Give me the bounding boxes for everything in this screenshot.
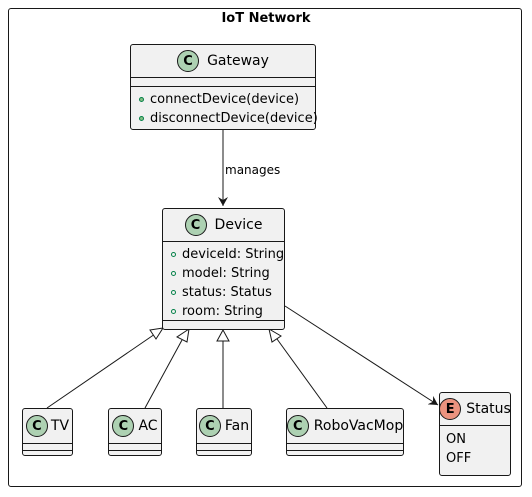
enum-value: OFF [446,451,472,466]
class-name: Fan [224,418,250,434]
field-item: status: Status [163,283,284,302]
methods-compartment [109,450,161,457]
enum-name: Status [466,401,511,417]
field-label: status: Status [182,285,272,300]
inherit-edge-robovacmop [276,338,328,409]
class-name: AC [138,418,158,434]
method-label: disconnectDevice(device) [150,111,318,126]
inherit-edge-tv [46,333,156,409]
device-class[interactable]: C Device deviceId: String model: String … [162,208,285,330]
public-method-icon [139,116,144,121]
method-item: connectDevice(device) [131,90,315,109]
attributes-compartment [131,77,315,86]
tv-header: C TV [23,409,72,443]
inherit-triangle-ac [176,327,190,343]
enum-values-compartment: ON OFF [440,425,510,468]
public-field-icon [171,271,176,276]
robovacmop-class[interactable]: C RoboVacMop [286,408,404,456]
status-enum[interactable]: E Status ON OFF [439,392,511,476]
methods-compartment: connectDevice(device) disconnectDevice(d… [131,86,318,128]
methods-compartment [287,450,403,457]
public-method-icon [139,97,144,102]
class-badge-icon: C [25,415,48,437]
class-badge-icon: C [184,214,207,236]
class-name: RoboVacMop [313,418,404,434]
class-badge-icon: C [286,415,309,437]
package-title: IoT Network [221,11,311,26]
field-item: model: String [163,264,284,283]
inherit-triangle-fan [216,328,230,342]
field-label: model: String [182,266,270,281]
field-label: deviceId: String [182,247,285,262]
gateway-class[interactable]: C Gateway connectDevice(device) disconne… [130,44,318,130]
attributes-compartment [109,443,161,450]
public-field-icon [171,309,176,314]
methods-compartment [23,450,72,457]
ac-header: C AC [109,409,161,443]
methods-compartment [197,450,251,457]
attributes-compartment [287,443,403,450]
status-header: E Status [439,393,511,425]
package-frame [8,8,522,487]
class-name: Gateway [207,53,269,69]
gateway-header: C Gateway [131,45,315,77]
status-association-edge [284,305,439,406]
inherit-edge-ac [144,339,183,409]
class-name: Device [214,217,263,233]
public-field-icon [171,290,176,295]
inherit-triangle-robovacmop [268,327,282,343]
method-item: disconnectDevice(device) [131,109,318,128]
field-item: room: String [163,302,284,321]
class-name: TV [50,418,70,434]
class-badge-icon: C [198,415,221,437]
inherit-triangle-tv [149,327,165,340]
robovacmop-header: C RoboVacMop [286,409,404,443]
ac-class[interactable]: C AC [108,408,162,456]
fan-header: C Fan [197,409,251,443]
method-label: connectDevice(device) [150,92,300,107]
field-item: deviceId: String [163,245,284,264]
class-badge-icon: C [112,415,135,437]
manages-label: manages [225,163,281,177]
methods-compartment [163,320,284,329]
public-field-icon [171,252,176,257]
field-label: room: String [182,304,263,319]
device-header: C Device [163,209,284,241]
attributes-compartment [197,443,251,450]
fields-compartment: deviceId: String model: String status: S… [163,241,284,321]
fan-class[interactable]: C Fan [196,408,252,456]
enum-badge-icon: E [439,398,462,420]
enum-value: ON [446,432,466,447]
attributes-compartment [23,443,72,450]
class-badge-icon: C [177,50,200,72]
tv-class[interactable]: C TV [22,408,73,456]
